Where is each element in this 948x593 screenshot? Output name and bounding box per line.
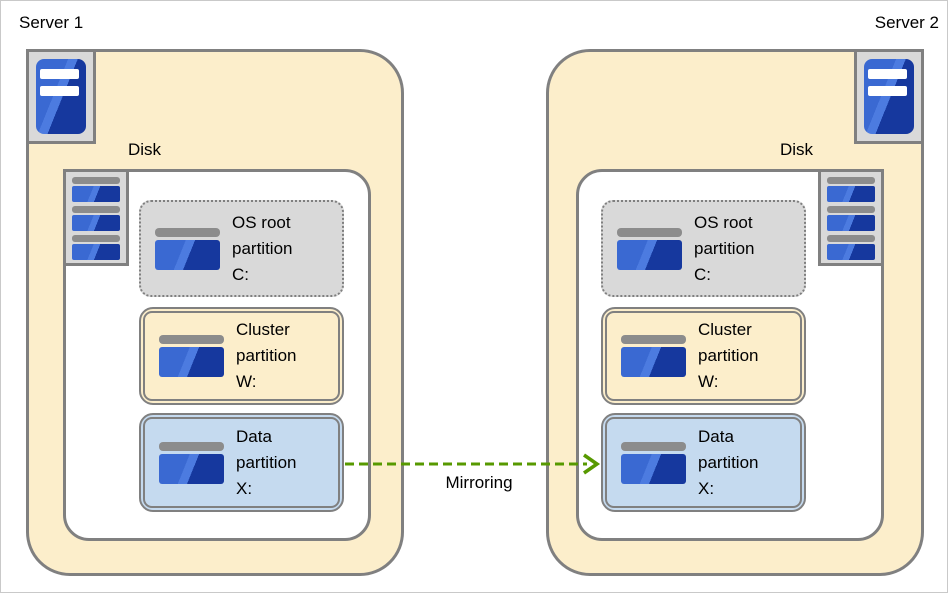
data-partition-label: Data partition X: <box>698 426 759 498</box>
server-icon-bar <box>868 86 907 96</box>
disk-glyph <box>827 206 875 231</box>
server-1-cluster-partition-box: Cluster partition W: <box>139 307 344 405</box>
disk-stack-icon <box>63 169 129 266</box>
server-1-label: Server 1 <box>19 13 84 32</box>
partition-icon <box>159 335 224 377</box>
mirroring-arrow <box>345 453 601 475</box>
partition-icon <box>621 335 686 377</box>
partition-icon <box>159 441 224 484</box>
server-1-disk-label: Disk <box>128 140 162 159</box>
partition-icon <box>621 441 686 484</box>
disk-glyph <box>827 177 875 202</box>
disk-glyph <box>72 177 120 202</box>
server-tower-icon <box>36 59 86 134</box>
cluster-partition-label: Cluster partition W: <box>698 320 759 391</box>
cluster-partition-inner: Cluster partition W: <box>143 311 340 401</box>
server-2-data-partition-box: Data partition X: <box>601 413 806 512</box>
server-2-icon-chip <box>854 49 924 144</box>
mirroring-label: Mirroring <box>445 473 513 492</box>
data-partition-inner: Data partition X: <box>143 417 340 508</box>
server-2-os-root-partition-box: OS root partition C: <box>601 200 806 297</box>
server-2-cluster-partition-box: Cluster partition W: <box>601 307 806 405</box>
server-2-disk-label: Disk <box>780 140 814 159</box>
disk-glyph <box>72 235 120 260</box>
server-icon-bar <box>40 86 79 96</box>
os-root-partition-label: OS root partition C: <box>694 212 755 284</box>
partition-icon <box>617 227 682 270</box>
data-partition-label: Data partition X: <box>236 426 297 498</box>
server-icon-bar <box>40 69 79 79</box>
data-partition-inner: Data partition X: <box>605 417 802 508</box>
cluster-partition-label: Cluster partition W: <box>236 320 297 391</box>
server-2-label: Server 2 <box>874 13 939 32</box>
server-icon-bar <box>868 69 907 79</box>
cluster-partition-inner: Cluster partition W: <box>605 311 802 401</box>
disk-glyph <box>827 235 875 260</box>
disk-glyph <box>72 206 120 231</box>
partition-icon <box>155 227 220 270</box>
server-1-icon-chip <box>26 49 96 144</box>
server-1-data-partition-box: Data partition X: <box>139 413 344 512</box>
server-tower-icon <box>864 59 914 134</box>
disk-stack-icon <box>818 169 884 266</box>
os-root-partition-label: OS root partition C: <box>232 212 293 284</box>
server-1-os-root-partition-box: OS root partition C: <box>139 200 344 297</box>
